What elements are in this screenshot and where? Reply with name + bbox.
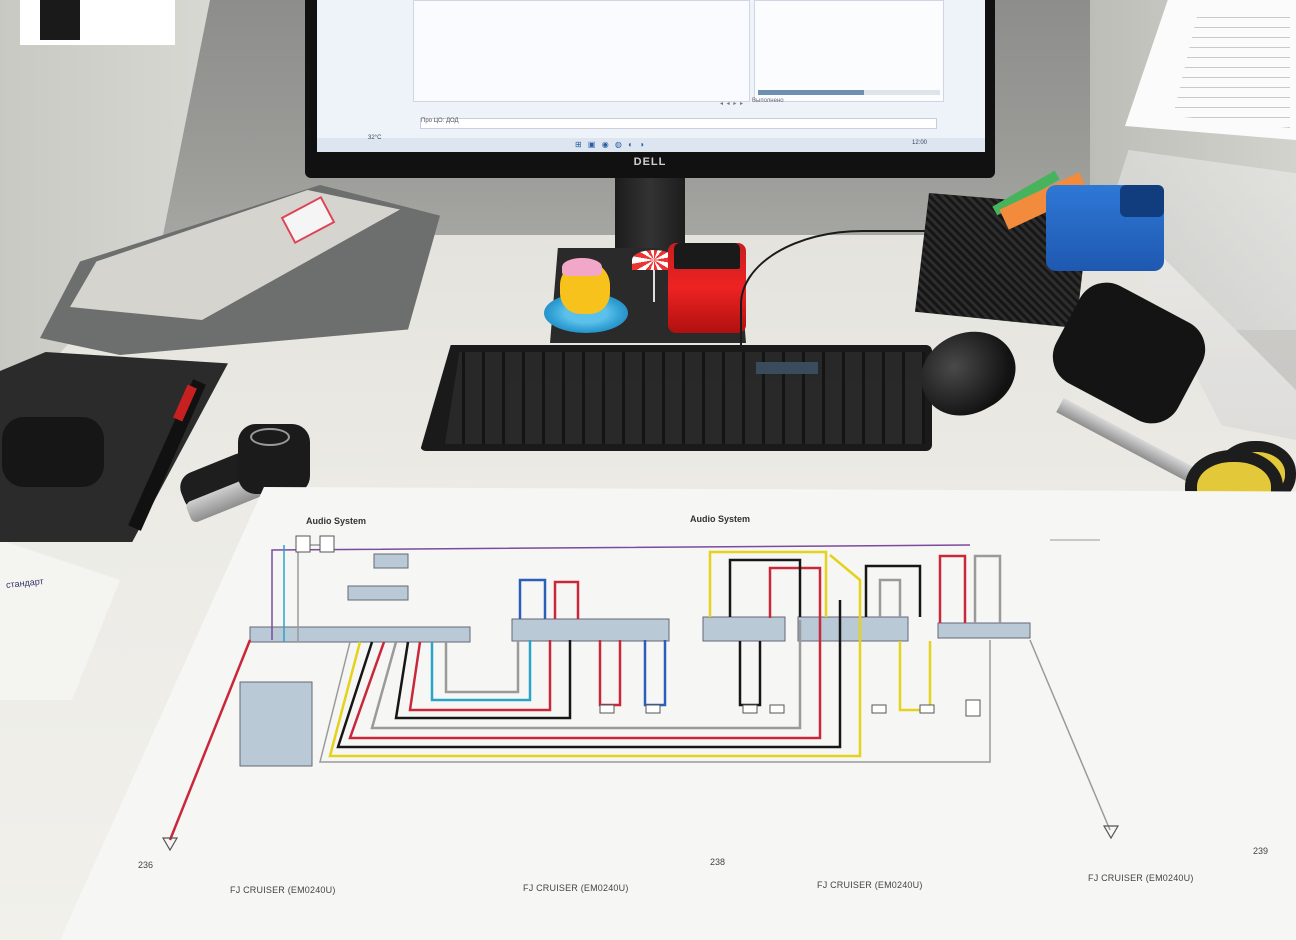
speaker-symbol	[871, 704, 887, 714]
wire-yellow-loop	[328, 554, 862, 758]
wiring-connector-strip	[249, 626, 471, 643]
car-key-logo	[250, 428, 290, 446]
wire-blue-lower-speaker	[643, 640, 667, 707]
wiring-switch-module	[239, 681, 313, 767]
wire-black-speaker	[738, 641, 762, 707]
fuse-symbol	[319, 535, 335, 553]
wire-black-top	[728, 558, 802, 617]
wire-gray-outer	[319, 640, 991, 763]
schematic-header-center: Audio System	[690, 514, 751, 524]
duck-figurine-hat	[562, 258, 602, 276]
wire-gray-inner	[444, 640, 520, 694]
model-footer: FJ CRUISER (EM0240U)	[523, 883, 629, 893]
wiring-connector-strip	[797, 616, 909, 642]
ground-symbol-right	[1102, 825, 1120, 840]
screen-pager: ◂ ◂ ▸ ▸	[720, 101, 745, 107]
screen-input-field	[420, 118, 937, 129]
wire-gray-right	[878, 578, 902, 617]
wire-red-lower-speaker	[598, 640, 622, 707]
wire-red-speaker	[553, 580, 580, 619]
wire-gray-far-right	[973, 554, 1002, 623]
taskbar-app-icons: ⊞ ▣ ◉ ◍ ◐ ◑	[575, 140, 646, 149]
wall-note-qr	[40, 0, 80, 40]
wire-red-right	[938, 554, 967, 623]
earbuds-case	[2, 417, 104, 487]
rubber-stamp-handle	[1120, 185, 1164, 217]
keyboard-keys	[445, 352, 925, 444]
wire-yellow-top	[708, 550, 828, 617]
speaker-symbol	[919, 704, 935, 714]
wiring-connector-strip	[702, 616, 786, 642]
screen-input-label: Про ЦО: ДОД	[421, 118, 459, 124]
wiring-relay-module	[347, 585, 409, 601]
schematic-header-left: Audio System	[306, 516, 367, 526]
page-number-right: 239	[1253, 846, 1269, 856]
wire-gray-ground	[1029, 639, 1111, 831]
speaker-symbol	[645, 704, 661, 714]
wire-red-inner	[408, 640, 552, 712]
mouse-cable	[740, 230, 944, 354]
fuse-symbol	[295, 535, 311, 553]
screen-app-pane-left	[413, 0, 750, 102]
taskbar-clock: 12:00	[912, 140, 928, 146]
antenna-amp-symbol	[965, 699, 981, 717]
wire-yellow-right-speaker	[898, 641, 932, 712]
wiring-relay-module	[373, 553, 409, 569]
screen-taskbar	[317, 138, 985, 152]
wire-blue-speaker	[518, 578, 547, 619]
wiring-connector-strip	[511, 618, 670, 642]
keyboard-media-keys	[756, 362, 818, 374]
wire-black-loop	[336, 600, 842, 749]
wire-violet-top	[271, 544, 971, 640]
screen-app-pane-right	[754, 0, 944, 102]
model-footer: FJ CRUISER (EM0240U)	[230, 885, 336, 895]
ground-symbol-left	[161, 837, 179, 852]
screen-status-text: Выполнено	[752, 98, 784, 104]
model-footer: FJ CRUISER (EM0240U)	[1088, 873, 1194, 883]
wire-red-loop	[348, 566, 822, 740]
speaker-symbol	[742, 704, 758, 714]
speaker-symbol	[769, 704, 785, 714]
taskbar-weather: 32°C	[368, 135, 382, 141]
umbrella-figurine-pole	[653, 268, 655, 302]
wiring-connector-strip	[937, 622, 1031, 639]
wire-black-right	[864, 564, 922, 617]
wire-gray-loop	[370, 620, 802, 730]
monitor-brand-logo: DELL	[633, 156, 667, 168]
umbrella-figurine	[632, 250, 676, 270]
screen-progress-fill	[758, 90, 864, 95]
model-footer: FJ CRUISER (EM0240U)	[817, 880, 923, 890]
page-number-left: 236	[138, 860, 154, 870]
toy-jeep-roof	[674, 243, 740, 269]
wire-black-inner	[394, 640, 572, 720]
speaker-symbol	[599, 704, 615, 714]
wire-red-ground	[168, 639, 252, 841]
page-number-center: 238	[710, 857, 726, 867]
wire-lightblue-inner	[430, 640, 532, 702]
